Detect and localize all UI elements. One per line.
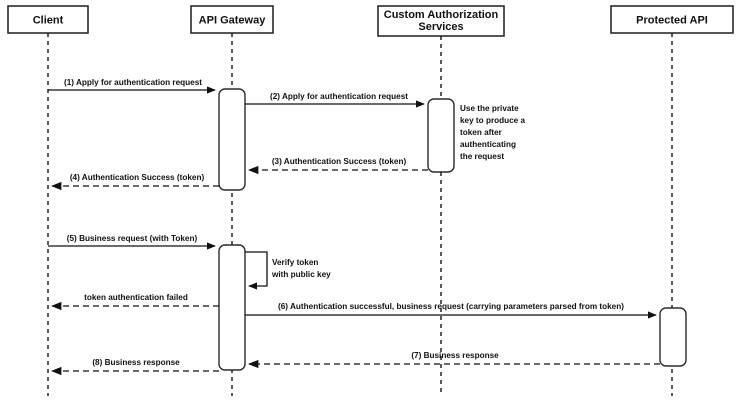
participant-custom-authorization-services[interactable]: Custom Authorization Services [377, 5, 505, 37]
note-private-key-line-1: Use the private [460, 104, 519, 113]
message-5-label: (5) Business request (with Token) [67, 234, 198, 243]
message-8[interactable]: (8) Business response [50, 358, 219, 376]
self-message-verify-token[interactable]: Verify token with public key [245, 251, 331, 290]
participant-client[interactable]: Client [7, 5, 89, 34]
participant-label-api-gateway: API Gateway [199, 14, 267, 26]
activation-custom-auth [427, 98, 455, 173]
message-1[interactable]: (1) Apply for authentication request [48, 78, 216, 94]
message-4-label: (4) Authentication Success (token) [70, 173, 205, 182]
note-private-key-line-2: key to produce a [460, 116, 526, 125]
message-7[interactable]: (7) Business response [247, 351, 660, 369]
participant-label-custom-auth-line1: Custom Authorization [384, 9, 499, 21]
participant-api-gateway[interactable]: API Gateway [190, 5, 274, 34]
message-7-label: (7) Business response [411, 351, 499, 360]
message-token-authentication-failed-label: token authentication failed [84, 293, 188, 302]
activation-api-gateway-business [218, 244, 246, 371]
activation-protected-api [659, 307, 687, 367]
message-6-label: (6) Authentication successful, business … [278, 302, 624, 311]
message-token-authentication-failed[interactable]: token authentication failed [50, 293, 219, 311]
note-private-key: Use the private key to produce a token a… [460, 104, 526, 161]
message-1-label: (1) Apply for authentication request [64, 78, 202, 87]
self-message-verify-token-arrow [245, 251, 268, 290]
message-5[interactable]: (5) Business request (with Token) [48, 234, 216, 250]
message-2-label: (2) Apply for authentication request [270, 92, 408, 101]
message-4[interactable]: (4) Authentication Success (token) [50, 173, 219, 191]
participant-label-client: Client [33, 14, 64, 26]
participant-box-protected-api[interactable] [610, 5, 734, 34]
participant-protected-api[interactable]: Protected API [610, 5, 734, 34]
participant-label-protected-api: Protected API [636, 14, 708, 26]
note-private-key-line-3: token after [460, 128, 503, 137]
activation-api-gateway-auth [218, 88, 246, 191]
self-message-verify-token-line-2: with public key [271, 270, 331, 279]
message-3[interactable]: (3) Authentication Success (token) [247, 157, 428, 175]
note-private-key-line-5: the request [460, 152, 504, 161]
message-8-label: (8) Business response [92, 358, 180, 367]
message-2[interactable]: (2) Apply for authentication request [245, 92, 425, 108]
self-message-verify-token-line-1: Verify token [272, 258, 318, 267]
message-3-label: (3) Authentication Success (token) [272, 157, 407, 166]
participant-label-custom-auth-line2: Services [418, 21, 463, 33]
note-private-key-line-4: authenticating [460, 140, 516, 149]
message-6[interactable]: (6) Authentication successful, business … [245, 302, 657, 319]
